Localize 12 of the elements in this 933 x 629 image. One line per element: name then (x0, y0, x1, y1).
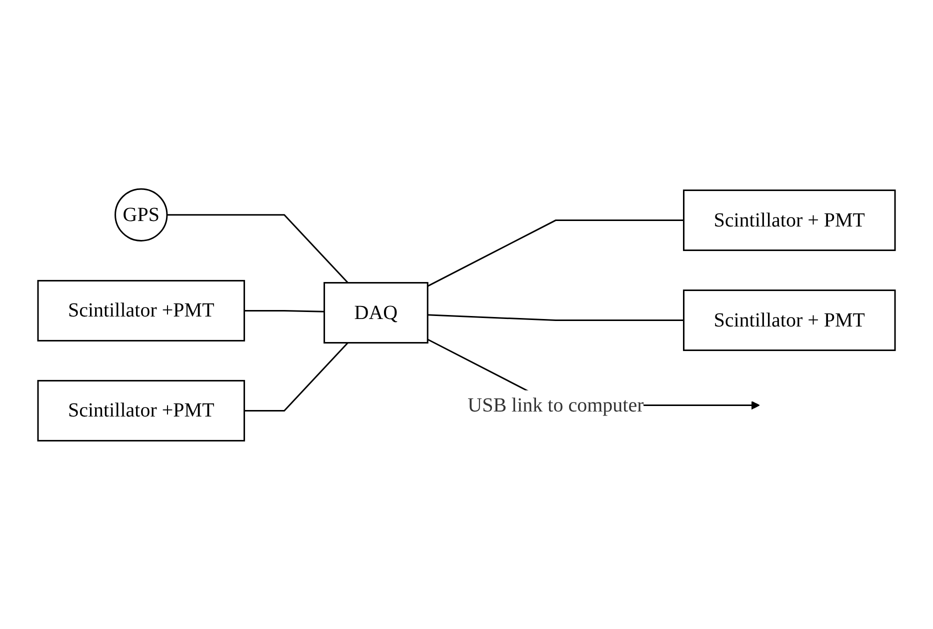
node-box: Scintillator +PMT (37, 380, 246, 442)
node-box: Scintillator + PMT (682, 289, 896, 351)
node-circle: GPS (114, 188, 168, 242)
connector (428, 314, 684, 321)
node-box: Scintillator + PMT (682, 189, 896, 251)
connector (244, 310, 324, 312)
node-box: DAQ (324, 282, 428, 344)
edge-label: USB link to computer (468, 394, 644, 416)
node-box: Scintillator +PMT (37, 280, 246, 342)
connector (166, 214, 348, 283)
connector (244, 342, 348, 412)
connector (427, 219, 684, 286)
